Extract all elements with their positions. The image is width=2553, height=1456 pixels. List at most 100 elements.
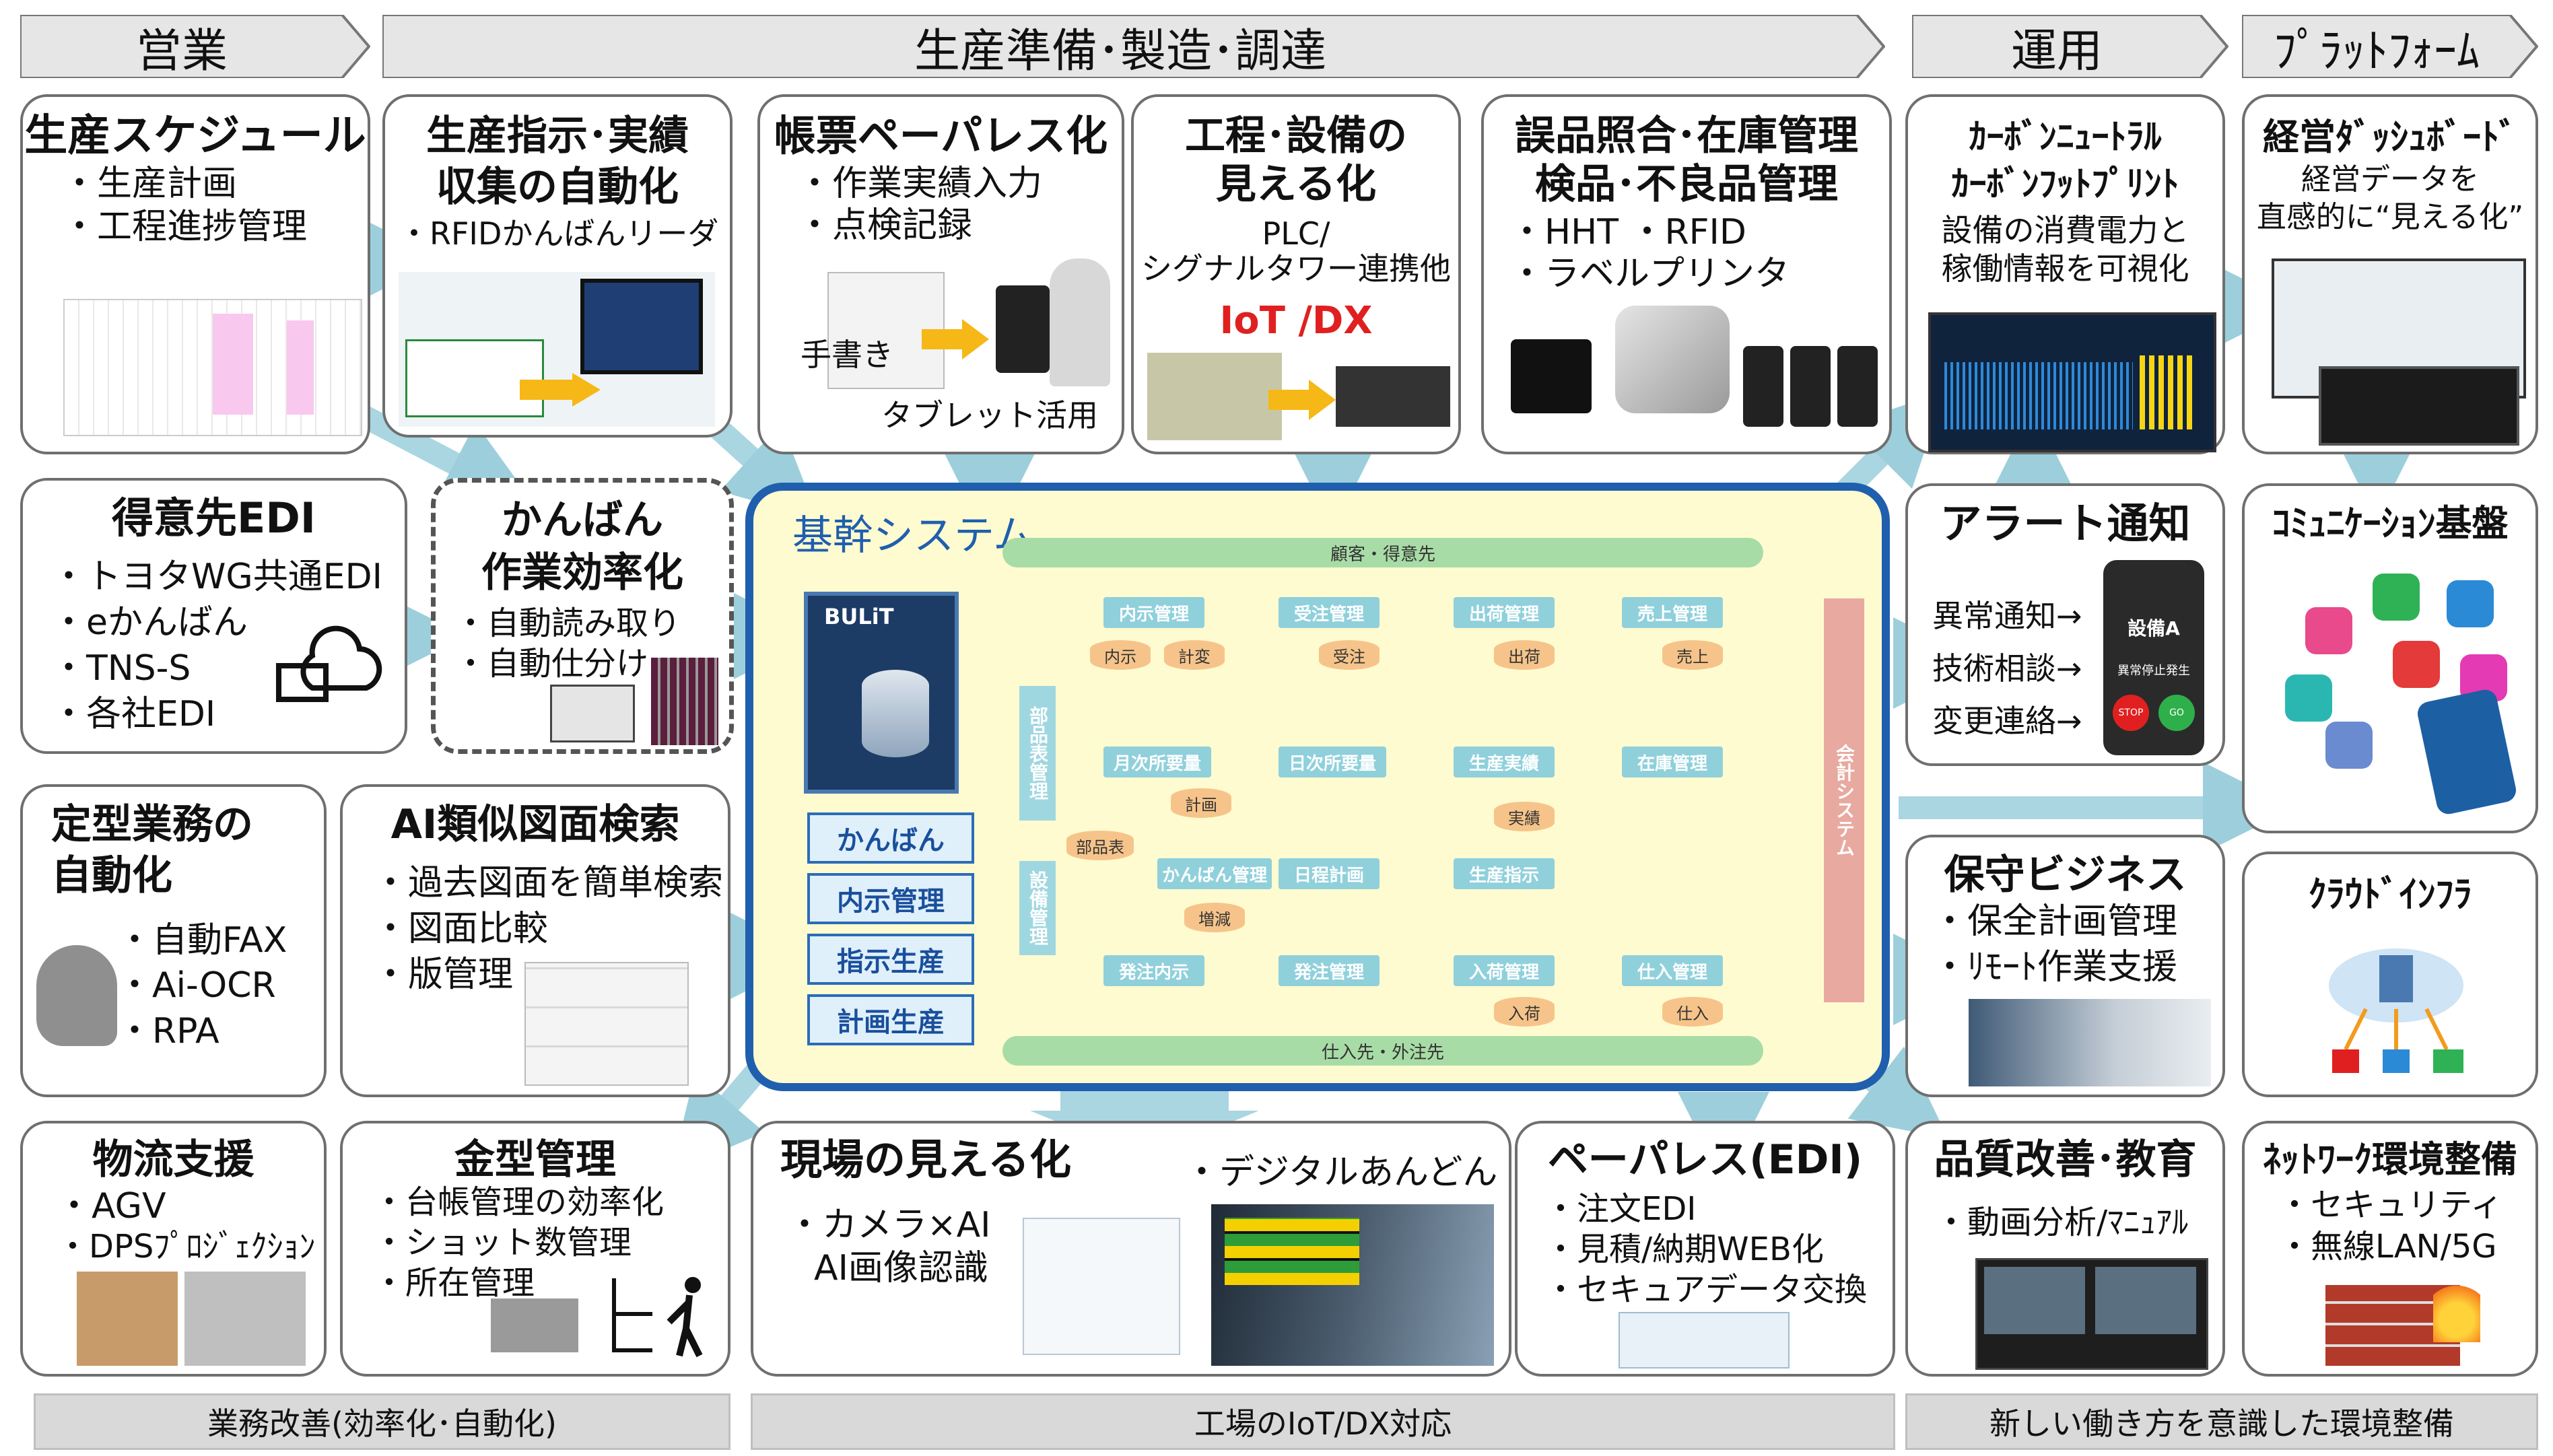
node-nyuka-kanri[interactable]: 入荷管理 — [1454, 955, 1555, 986]
card-kanban-efficiency[interactable]: かんばん 作業効率化 ・自動読み取り ・自動仕分け — [431, 478, 734, 754]
card-ai-drawing-search[interactable]: AI類似図面検索 ・過去図面を簡単検索 ・図面比較 ・版管理 — [340, 784, 730, 1097]
phase-platform: ﾌﾟﾗｯﾄﾌｫｰﾑ — [2242, 15, 2538, 78]
card-paperless-edi[interactable]: ペーパレス(EDI) ・注文EDI ・見積/納期WEB化 ・セキュアデータ交換 — [1515, 1121, 1895, 1377]
video-analysis-image — [1975, 1258, 2208, 1370]
node-seisan-jisseki[interactable]: 生産実績 — [1454, 747, 1555, 777]
card-logistics-support[interactable]: 物流支援 ・AGV ・DPSﾌﾟﾛｼﾞｪｸｼｮﾝ — [20, 1121, 327, 1377]
cloud-sync-icon — [272, 609, 386, 709]
data-juchu: 受注 — [1319, 640, 1380, 670]
sorting-rack-image — [651, 658, 718, 745]
globe-icon — [2447, 580, 2494, 627]
dps-projection-image — [184, 1272, 306, 1366]
node-nittei[interactable]: 日程計画 — [1279, 858, 1380, 889]
core-btn-kanban[interactable]: かんばん — [807, 812, 974, 864]
fire-icon — [2433, 1268, 2480, 1342]
phone-alert-image: 設備A 異常停止発生 STOP GO — [2103, 560, 2204, 755]
card-quality-education[interactable]: 品質改善･教育 ・動画分析/ﾏﾆｭｱﾙ — [1905, 1121, 2225, 1377]
node-zaiko-kanri[interactable]: 在庫管理 — [1622, 747, 1723, 777]
core-btn-shiji[interactable]: 指示生産 — [807, 934, 974, 985]
phase-sales: 営業 — [20, 15, 370, 78]
phone-icon — [2373, 574, 2420, 621]
monitor-image — [2319, 366, 2519, 446]
camera-ai-diagram-image — [1023, 1218, 1180, 1355]
data-nyuka: 入荷 — [1494, 997, 1555, 1027]
node-naiji-kanri[interactable]: 内示管理 — [1103, 597, 1204, 628]
card-site-visualization[interactable]: 現場の見える化 ・カメラ×AI AI画像認識 ・デジタルあんどん — [751, 1121, 1511, 1377]
data-shiire: 仕入 — [1662, 997, 1723, 1027]
barcode-scanner-image — [1615, 306, 1730, 413]
gateway-device-image — [1336, 366, 1450, 427]
node-nichiji[interactable]: 日次所要量 — [1279, 747, 1386, 777]
stop-button[interactable]: STOP — [2113, 695, 2149, 731]
edi-exchange-image — [1619, 1312, 1790, 1368]
tablet-image — [996, 285, 1050, 373]
card-misplacement-inventory[interactable]: 誤品照合･在庫管理 検品･不良品管理 ・HHT ・RFID ・ラベルプリンタ — [1481, 94, 1892, 454]
data-keikaku: 計画 — [1171, 788, 1231, 818]
smartphone-icon — [2415, 687, 2519, 817]
phase-operation: 運用 — [1912, 15, 2228, 78]
band-suppliers: 仕入先・外注先 — [1002, 1036, 1763, 1066]
data-keihen: 計変 — [1164, 640, 1225, 670]
footer-factory-iot: 工場のIoT/DX対応 — [751, 1393, 1895, 1450]
node-getsuji[interactable]: 月次所要量 — [1103, 747, 1211, 777]
node-shukka-kanri[interactable]: 出荷管理 — [1454, 597, 1555, 628]
mail-icon — [2325, 722, 2373, 769]
node-hacchu-kanri[interactable]: 発注管理 — [1279, 955, 1380, 986]
energy-dashboard-image — [1928, 312, 2216, 452]
rfid-reader-image — [399, 272, 715, 427]
gantt-sheet-image — [63, 299, 362, 436]
data-naiji: 内示 — [1090, 640, 1151, 670]
card-cloud-infrastructure[interactable]: ｸﾗｳﾄﾞｲﾝﾌﾗ — [2242, 852, 2538, 1097]
bar-accounting: 会計システム — [1824, 598, 1864, 1002]
node-seisan-shiji[interactable]: 生産指示 — [1454, 858, 1555, 889]
band-customers: 顧客・得意先 — [1002, 538, 1763, 567]
cloud-network-icon — [2325, 935, 2467, 1076]
digital-andon-image — [1211, 1204, 1494, 1366]
card-production-schedule[interactable]: 生産スケジュール ・生産計画 ・工程進捗管理 — [20, 94, 370, 454]
core-title: 基幹システム — [792, 512, 1034, 559]
card-routine-automation[interactable]: 定型業務の 自動化 ・自動FAX ・Ai-OCR ・RPA — [20, 784, 327, 1097]
card-alert-notification[interactable]: アラート通知 異常通知→ 技術相談→ 変更連絡→ 設備A 異常停止発生 STOP… — [1905, 483, 2225, 766]
node-shiire-kanri[interactable]: 仕入管理 — [1622, 955, 1723, 986]
card-communication-platform[interactable]: ｺﾐｭﾆｹｰｼｮﾝ基盤 — [2242, 483, 2538, 833]
database-icon — [862, 670, 929, 757]
data-buhinhyo: 部品表 — [1066, 831, 1134, 860]
phase-production: 生産準備･製造･調達 — [382, 15, 1885, 78]
cart-icon — [2393, 641, 2440, 688]
data-zougen: 増減 — [1184, 903, 1245, 932]
core-btn-keikaku[interactable]: 計画生産 — [807, 994, 974, 1045]
card-paperless-forms[interactable]: 帳票ペーパレス化 ・作業実績入力 ・点検記録 手書き タブレット活用 — [757, 94, 1124, 454]
handheld-terminal-icon — [1743, 346, 1783, 427]
data-shukka: 出荷 — [1494, 640, 1555, 670]
cart-worker-icon — [605, 1272, 713, 1359]
gear-icon — [2285, 674, 2332, 722]
card-management-dashboard[interactable]: 経営ﾀﾞｯｼｭﾎﾞｰﾄﾞ 経営データを 直感的に“見える化” — [2242, 94, 2538, 454]
core-system: 基幹システム BULiT かんばん 内示管理 指示生産 計画生産 顧客・得意先 … — [745, 483, 1890, 1091]
footer-business-improvement: 業務改善(効率化･自動化) — [34, 1393, 730, 1450]
agv-image — [77, 1272, 178, 1366]
card-customer-edi[interactable]: 得意先EDI ・トヨタWG共通EDI ・eかんばん ・TNS-S ・各社EDI — [20, 478, 407, 754]
drawing-list-image — [524, 962, 689, 1086]
node-hacchu-naiji[interactable]: 発注内示 — [1103, 955, 1204, 986]
go-button[interactable]: GO — [2158, 695, 2195, 731]
footer-new-workstyle: 新しい働き方を意識した環境整備 — [1905, 1393, 2538, 1450]
remote-support-image — [1969, 999, 2211, 1086]
bulit-logo: BULiT — [804, 592, 959, 794]
card-network-environment[interactable]: ﾈｯﾄﾜｰｸ環境整備 ・セキュリティ ・無線LAN/5G — [2242, 1121, 2538, 1377]
bar-equipment: 設備管理 — [1019, 861, 1056, 955]
card-mold-management[interactable]: 金型管理 ・台帳管理の効率化 ・ショット数管理 ・所在管理 — [340, 1121, 730, 1377]
data-uriage: 売上 — [1662, 640, 1723, 670]
bar-bom: 部品表管理 — [1019, 686, 1056, 821]
ai-head-icon — [36, 945, 117, 1046]
card-instruction-automation[interactable]: 生産指示･実績 収集の自動化 ・RFIDかんばんリーダ — [382, 94, 733, 438]
data-jisseki: 実績 — [1494, 802, 1555, 831]
node-kanban-kanri[interactable]: かんばん管理 — [1157, 858, 1272, 889]
worker-image — [1050, 258, 1110, 386]
node-juchu-kanri[interactable]: 受注管理 — [1279, 597, 1380, 628]
card-carbon-neutral[interactable]: ｶｰﾎﾞﾝﾆｭｰﾄﾗﾙ ｶｰﾎﾞﾝﾌｯﾄﾌﾟﾘﾝﾄ 設備の消費電力と 稼働情報を… — [1905, 94, 2225, 454]
card-maintenance-business[interactable]: 保守ビジネス ・保全計画管理 ・ﾘﾓｰﾄ作業支援 — [1905, 835, 2225, 1097]
card-process-visualization[interactable]: 工程･設備の 見える化 PLC/ シグナルタワー連携他 IoT /DX — [1131, 94, 1461, 454]
node-uriage-kanri[interactable]: 売上管理 — [1622, 597, 1723, 628]
core-btn-naiji[interactable]: 内示管理 — [807, 873, 974, 924]
camera-icon — [2305, 607, 2352, 654]
